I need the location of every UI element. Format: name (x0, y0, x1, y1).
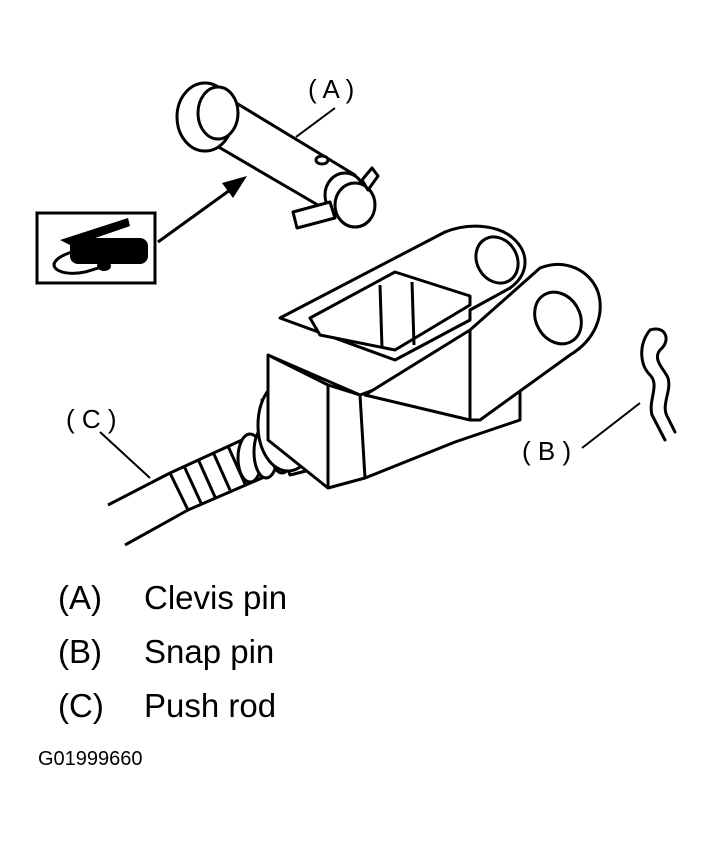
arrow-line (157, 188, 231, 244)
arrow-head (222, 176, 247, 198)
snap-pin (640, 327, 677, 442)
legend-key: (A) (58, 579, 102, 616)
callout-a: ( A ) (308, 74, 354, 104)
clevis-body (266, 224, 602, 490)
legend-item-b: (B) Snap pin (58, 632, 274, 672)
grease-gun-icon (35, 211, 157, 285)
legend-item-a: (A) Clevis pin (58, 578, 287, 618)
legend-item-c: (C) Push rod (58, 686, 276, 726)
legend-label: Push rod (144, 687, 277, 724)
clevis-assembly-diagram: ( A ) (35, 74, 677, 547)
callout-b: ( B ) (522, 436, 571, 466)
legend-key: (B) (58, 633, 102, 670)
legend-key: (C) (58, 687, 104, 724)
figure-id: G01999660 (38, 748, 143, 770)
callout-c: ( C ) (66, 404, 117, 434)
leader-line-b (581, 402, 641, 449)
leader-line-a (295, 107, 336, 138)
leader-line-c (99, 431, 151, 479)
clevis-pin (175, 81, 380, 230)
legend-label: Snap pin (144, 633, 275, 670)
legend-label: Clevis pin (144, 579, 288, 616)
